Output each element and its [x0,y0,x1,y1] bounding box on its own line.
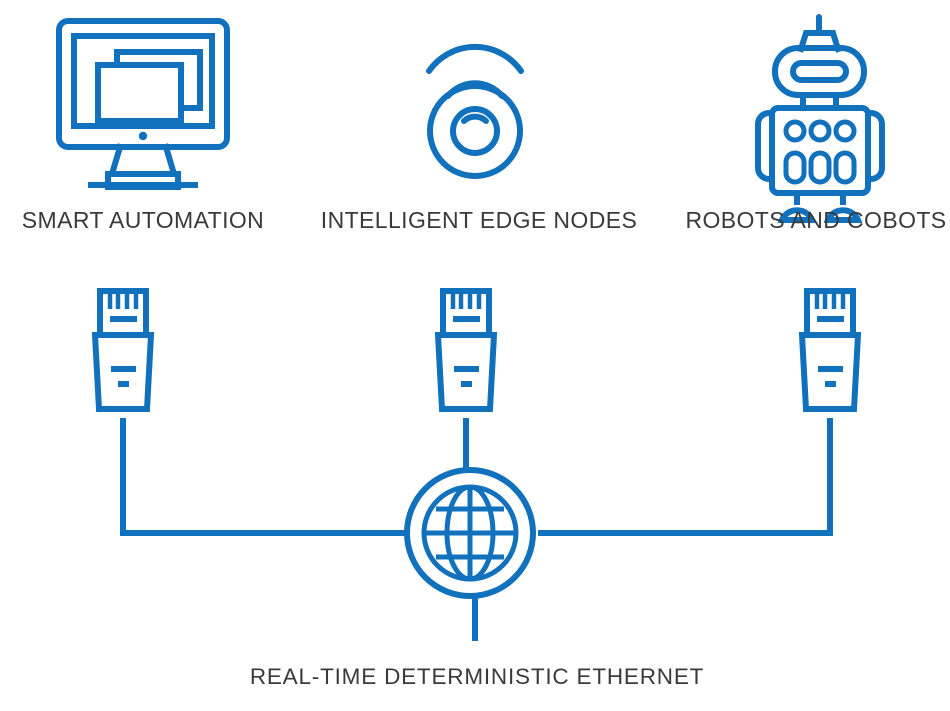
ethernet-plug-icon-right [798,288,862,412]
robot-icon [755,14,885,223]
ethernet-plug-icon-left [91,288,155,412]
node-label-intelligent-edge-nodes: INTELLIGENT EDGE NODES [321,207,637,233]
globe-network-icon [404,467,536,599]
node-label-robots-and-cobots: ROBOTS AND COBOTS [685,207,946,233]
monitor-windows-icon [56,18,230,190]
network-bus-label: REAL-TIME DETERMINISTIC ETHERNET [250,664,704,689]
wireless-signal-icon [426,43,524,179]
ethernet-plug-icon-center [434,288,498,412]
node-label-smart-automation: SMART AUTOMATION [22,207,264,233]
